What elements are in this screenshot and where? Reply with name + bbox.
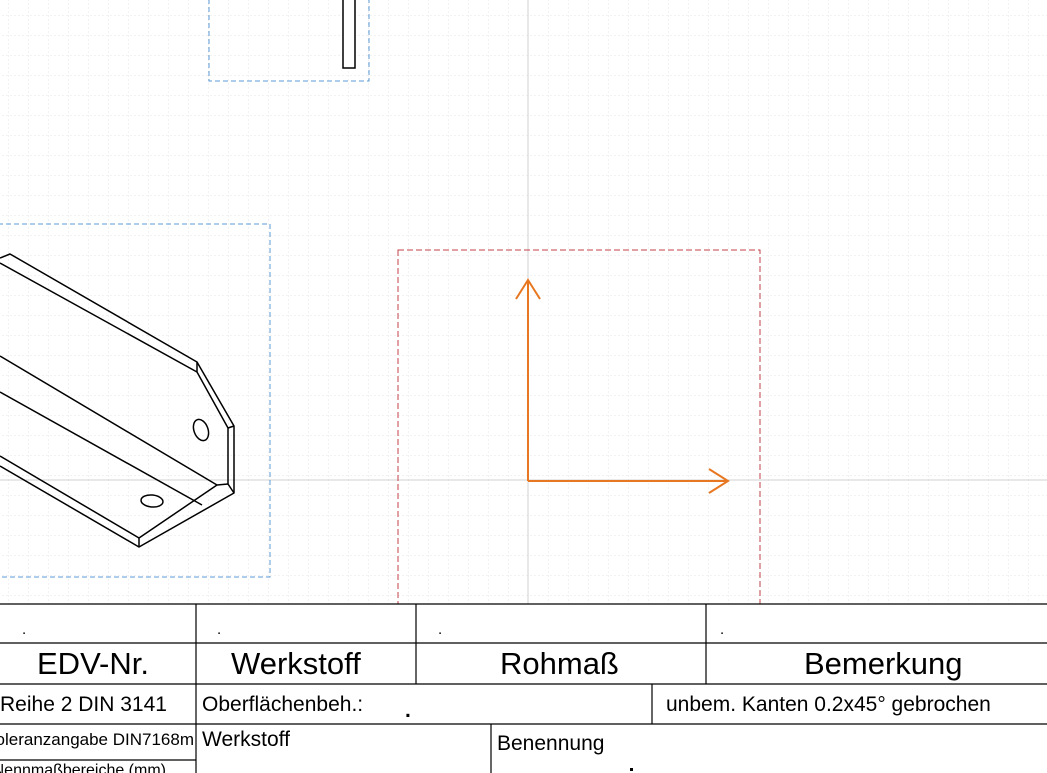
rohmass-value[interactable]: . (438, 621, 443, 638)
benennung-value-dot[interactable] (630, 768, 633, 771)
coordinate-axes-icon (515, 278, 730, 494)
edv-value[interactable]: . (22, 621, 27, 638)
toleranz-label: Toleranzangabe DIN7168m (0, 730, 194, 749)
werkstoff-value[interactable]: . (217, 621, 222, 638)
oberflaeche-label: Oberflächenbeh.: (202, 693, 364, 716)
benennung-label: Benennung (497, 732, 605, 755)
isometric-view[interactable] (0, 223, 271, 578)
reihe-din: Reihe 2 DIN 3141 (0, 693, 167, 716)
oberflaeche-value[interactable]: . (405, 699, 411, 722)
profile-side-view (342, 0, 356, 69)
top-view-frame[interactable] (208, 0, 370, 82)
axis-gizmo[interactable] (397, 249, 761, 612)
title-block-frame (0, 603, 1047, 773)
angle-profile-3d (0, 253, 235, 548)
kanten-note: unbem. Kanten 0.2x45° gebrochen (666, 693, 991, 716)
isometric-view-frame[interactable] (0, 223, 271, 578)
nennmass-bereiche-label: Nennmaßbereiche (mm) (0, 762, 166, 773)
edv-header: EDV-Nr. (37, 646, 149, 681)
bemerkung-value[interactable]: . (720, 621, 725, 638)
werkstoff-label: Werkstoff (202, 728, 290, 751)
bemerkung-header: Bemerkung (804, 646, 963, 681)
top-view[interactable] (208, 0, 370, 82)
rohmass-header: Rohmaß (500, 646, 619, 681)
werkstoff-header: Werkstoff (231, 646, 361, 681)
